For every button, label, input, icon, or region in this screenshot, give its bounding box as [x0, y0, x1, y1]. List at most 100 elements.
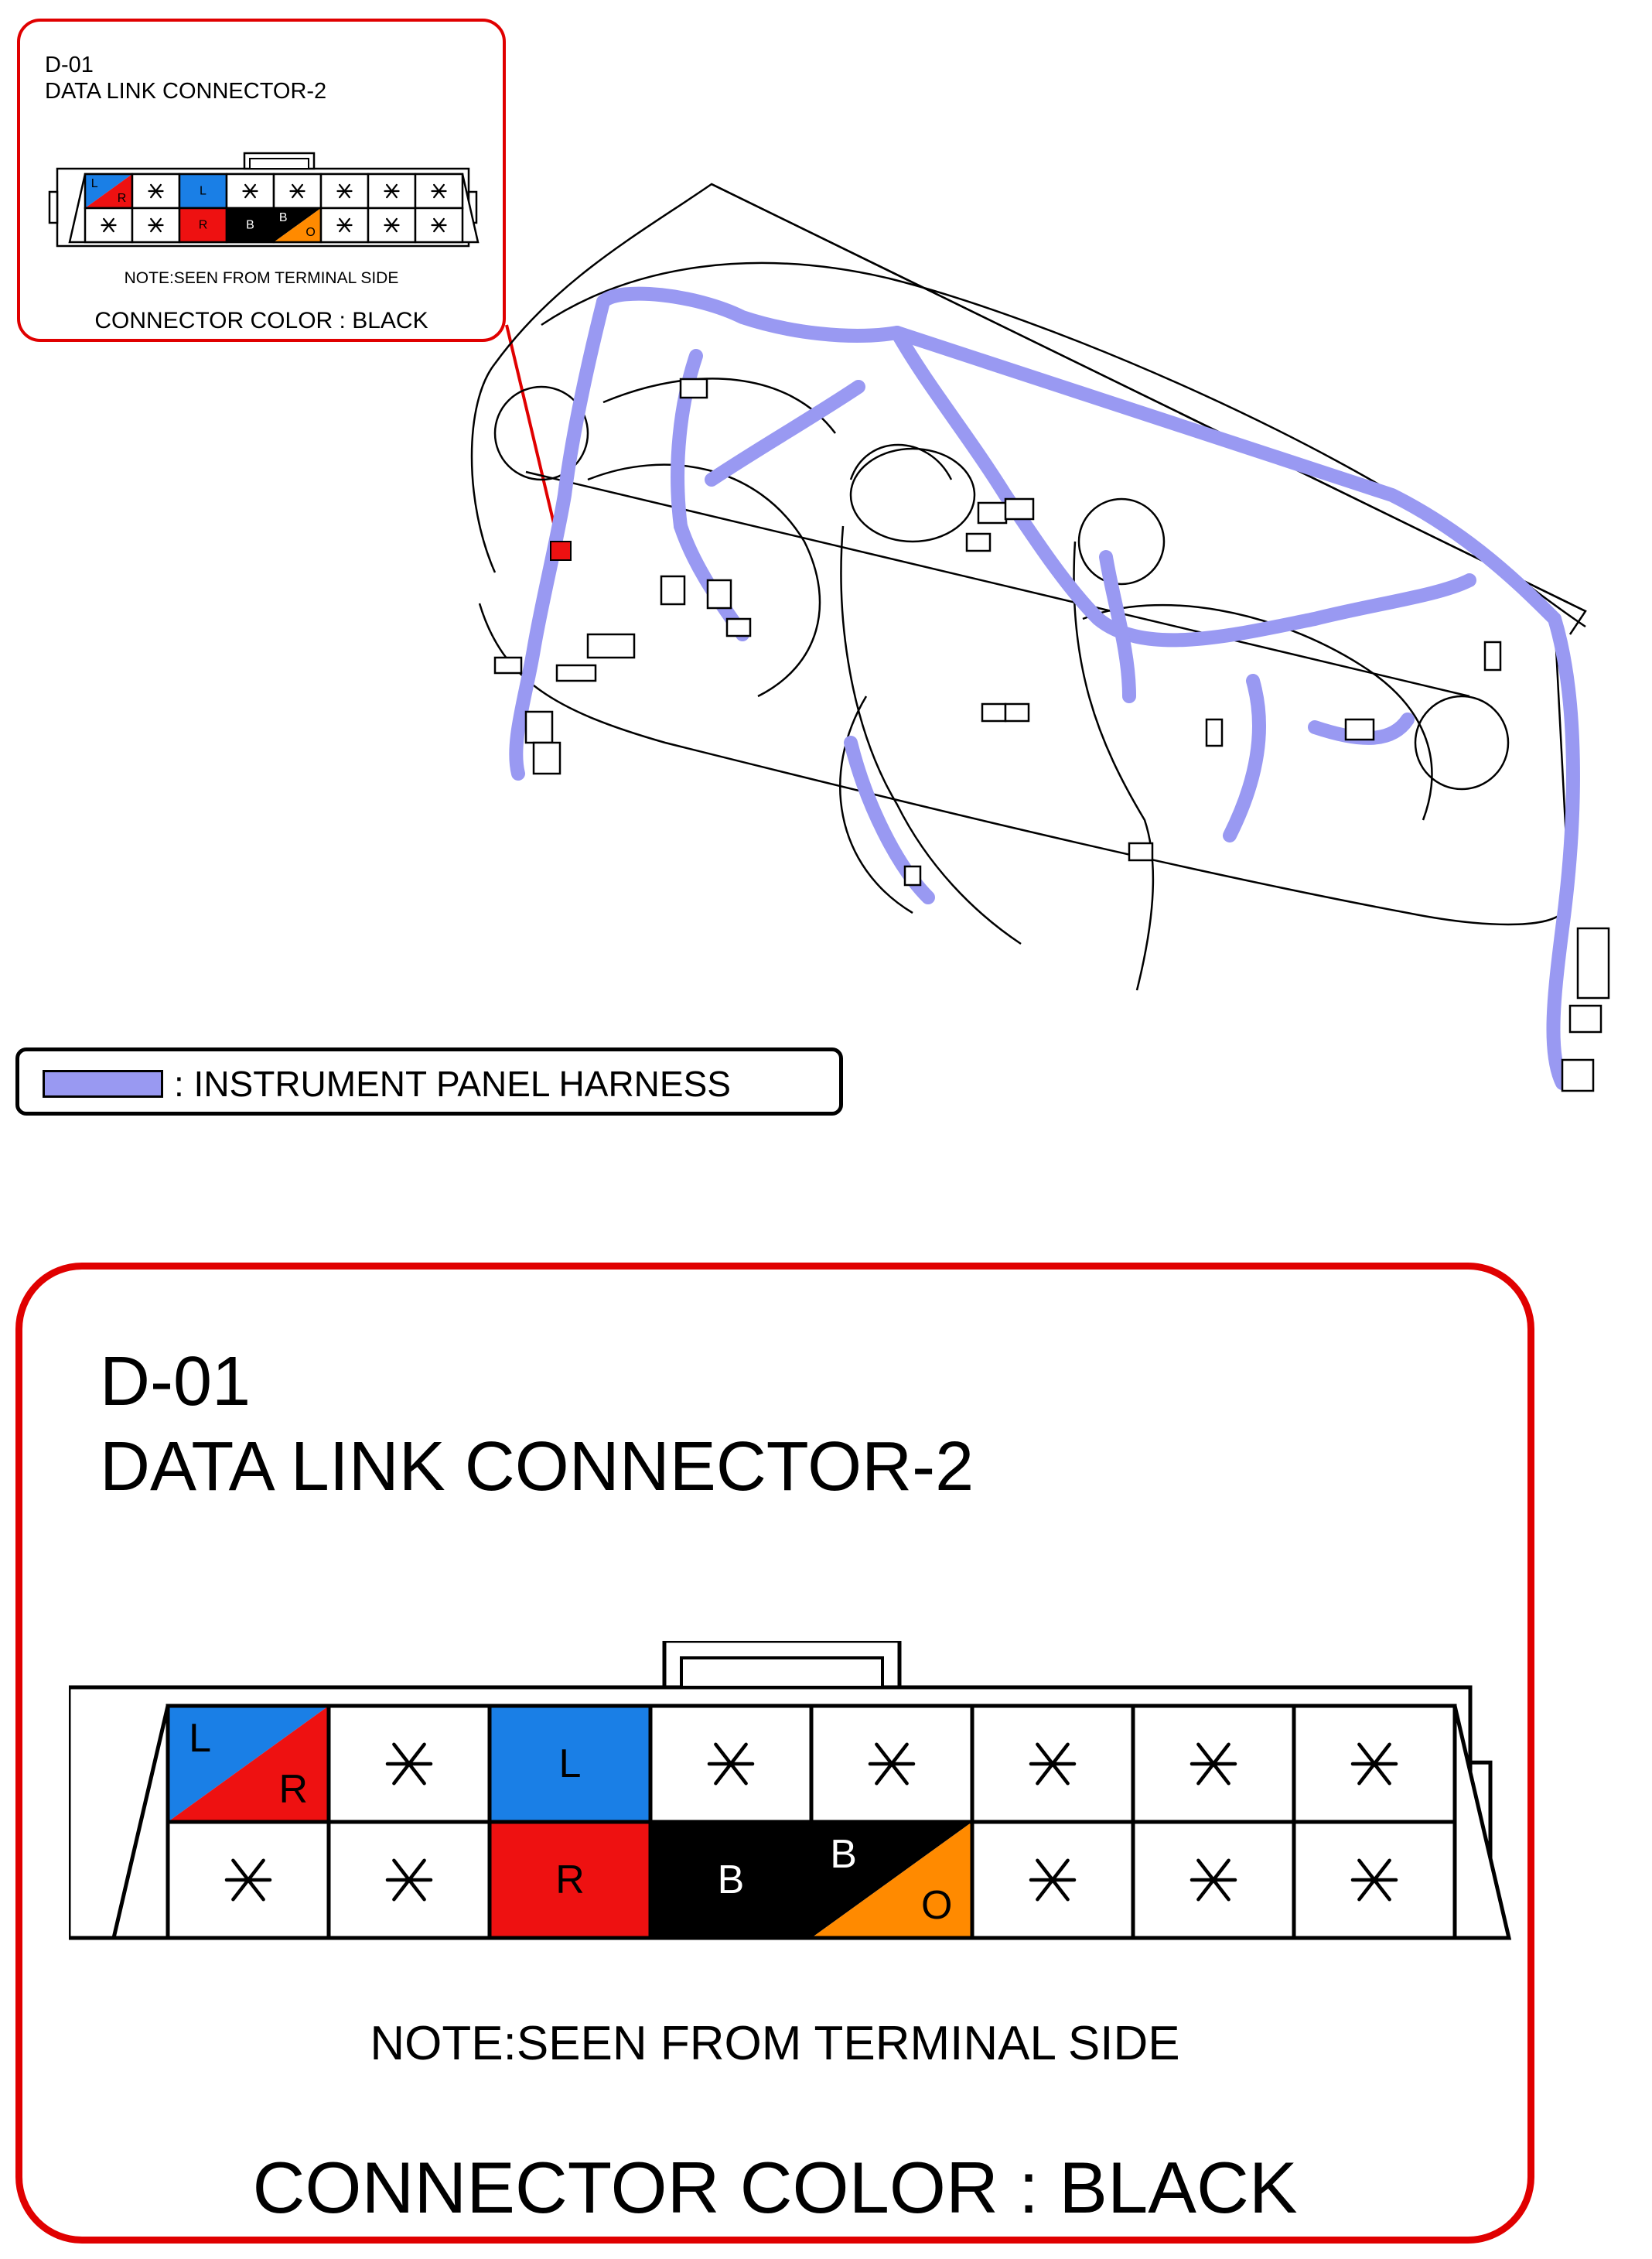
terminal-bottom-2 [326, 1820, 492, 1940]
terminal-cell-border [414, 207, 464, 244]
empty-pin-marker [384, 217, 400, 233]
connector-name: DATA LINK CONNECTOR-2 [100, 1428, 974, 1505]
connector-note-small: NOTE:SEEN FROM TERMINAL SIDE [124, 269, 399, 287]
terminal-bottom-5: BO [809, 1820, 974, 1940]
terminal-bottom-5: BO [272, 207, 323, 244]
empty-pin-marker [1029, 1858, 1077, 1902]
empty-pin-marker [1190, 1858, 1237, 1902]
terminal-top-8 [1292, 1704, 1457, 1824]
empty-pin-marker [336, 183, 353, 199]
empty-pin-marker [707, 1742, 755, 1786]
terminal-top-3: L [178, 173, 228, 210]
connector-name-small: DATA LINK CONNECTOR-2 [45, 79, 327, 104]
wire-color-label: R [278, 1767, 308, 1812]
wire-color-label: L [91, 177, 98, 190]
terminal-top-4 [648, 1704, 814, 1824]
wire-color-label: L [200, 185, 206, 198]
terminal-bottom-4: B [648, 1820, 814, 1940]
legend-box: : INSTRUMENT PANEL HARNESS [15, 1047, 843, 1116]
terminal-top-2 [131, 173, 181, 210]
empty-pin-marker [1029, 1742, 1077, 1786]
empty-pin-marker [242, 183, 258, 199]
instrument-panel-drawing [470, 183, 1610, 1092]
terminal-top-8 [414, 173, 464, 210]
wire-color-label: R [118, 192, 127, 205]
wire-color-label: R [555, 1857, 585, 1902]
terminal-top-6 [970, 1704, 1135, 1824]
connector-latch-inner [249, 158, 309, 169]
terminal-top-1: LR [166, 1704, 331, 1824]
terminal-bottom-4: B [225, 207, 275, 244]
wire-color-label: B [718, 1857, 745, 1902]
callout-leader-line [505, 324, 561, 550]
terminal-bottom-1 [166, 1820, 331, 1940]
terminal-bottom-8 [1292, 1820, 1457, 1940]
wire-color-label: L [189, 1716, 211, 1761]
wire-color-fill [227, 208, 274, 242]
connector-latch-inner [680, 1656, 884, 1689]
terminal-top-7 [1131, 1704, 1296, 1824]
wire-color-fill [179, 174, 227, 208]
wire-color-fill [490, 1822, 650, 1938]
wire-color-fill [168, 1706, 329, 1822]
wire-color-label: B [246, 219, 254, 232]
terminal-top-4 [225, 173, 275, 210]
terminal-bottom-2 [131, 207, 181, 244]
terminal-top-1: LR [84, 173, 134, 210]
terminal-bottom-3: R [178, 207, 228, 244]
empty-pin-marker [431, 217, 447, 233]
wire-color-fill [490, 1706, 650, 1822]
wire-color-fill [85, 174, 132, 208]
empty-pin-marker [148, 183, 164, 199]
terminal-bottom-3: R [487, 1820, 653, 1940]
empty-pin-marker [101, 217, 117, 233]
empty-pin-marker [1190, 1742, 1237, 1786]
terminal-bottom-7 [367, 207, 417, 244]
wire-color-fill [274, 208, 321, 242]
terminal-bottom-1 [84, 207, 134, 244]
empty-pin-marker [385, 1858, 433, 1902]
empty-pin-marker [336, 217, 353, 233]
empty-pin-marker [148, 217, 164, 233]
legend-harness-label: : INSTRUMENT PANEL HARNESS [174, 1064, 731, 1104]
empty-pin-marker [384, 183, 400, 199]
connector-color: CONNECTOR COLOR : BLACK [252, 2147, 1298, 2228]
connector-code: D-01 [100, 1343, 251, 1420]
empty-pin-marker [868, 1742, 916, 1786]
wire-color-label: B [279, 211, 288, 224]
terminal-top-2 [326, 1704, 492, 1824]
wire-color-fill [179, 208, 227, 242]
terminal-top-5 [272, 173, 323, 210]
terminal-bottom-8 [414, 207, 464, 244]
terminal-cell-border [1292, 1820, 1457, 1940]
d01-connector-marker [550, 541, 572, 561]
wire-color-label: O [921, 1883, 952, 1928]
terminal-bottom-7 [1131, 1820, 1296, 1940]
terminal-bottom-6 [970, 1820, 1135, 1940]
connector-color-small: CONNECTOR COLOR : BLACK [94, 308, 428, 333]
empty-pin-marker [224, 1858, 272, 1902]
dashboard-outline [470, 183, 1587, 991]
empty-pin-marker [431, 183, 447, 199]
connector-ear-left [48, 190, 59, 224]
terminal-top-3: L [487, 1704, 653, 1824]
empty-pin-marker [385, 1742, 433, 1786]
wire-color-fill [650, 1822, 811, 1938]
terminal-top-7 [367, 173, 417, 210]
connector-code-small: D-01 [45, 53, 94, 77]
wire-color-fill [811, 1822, 972, 1938]
empty-pin-marker [1350, 1742, 1398, 1786]
wire-color-label: B [830, 1832, 857, 1877]
legend-harness-swatch [43, 1070, 163, 1098]
harness-connectors [493, 378, 1610, 1092]
wire-color-label: R [199, 219, 208, 232]
terminal-bottom-6 [319, 207, 370, 244]
terminal-top-6 [319, 173, 370, 210]
terminal-top-5 [809, 1704, 974, 1824]
instrument-panel-harness [509, 286, 1580, 1090]
wire-color-label: O [305, 226, 315, 239]
connector-note: NOTE:SEEN FROM TERMINAL SIDE [370, 2017, 1180, 2070]
